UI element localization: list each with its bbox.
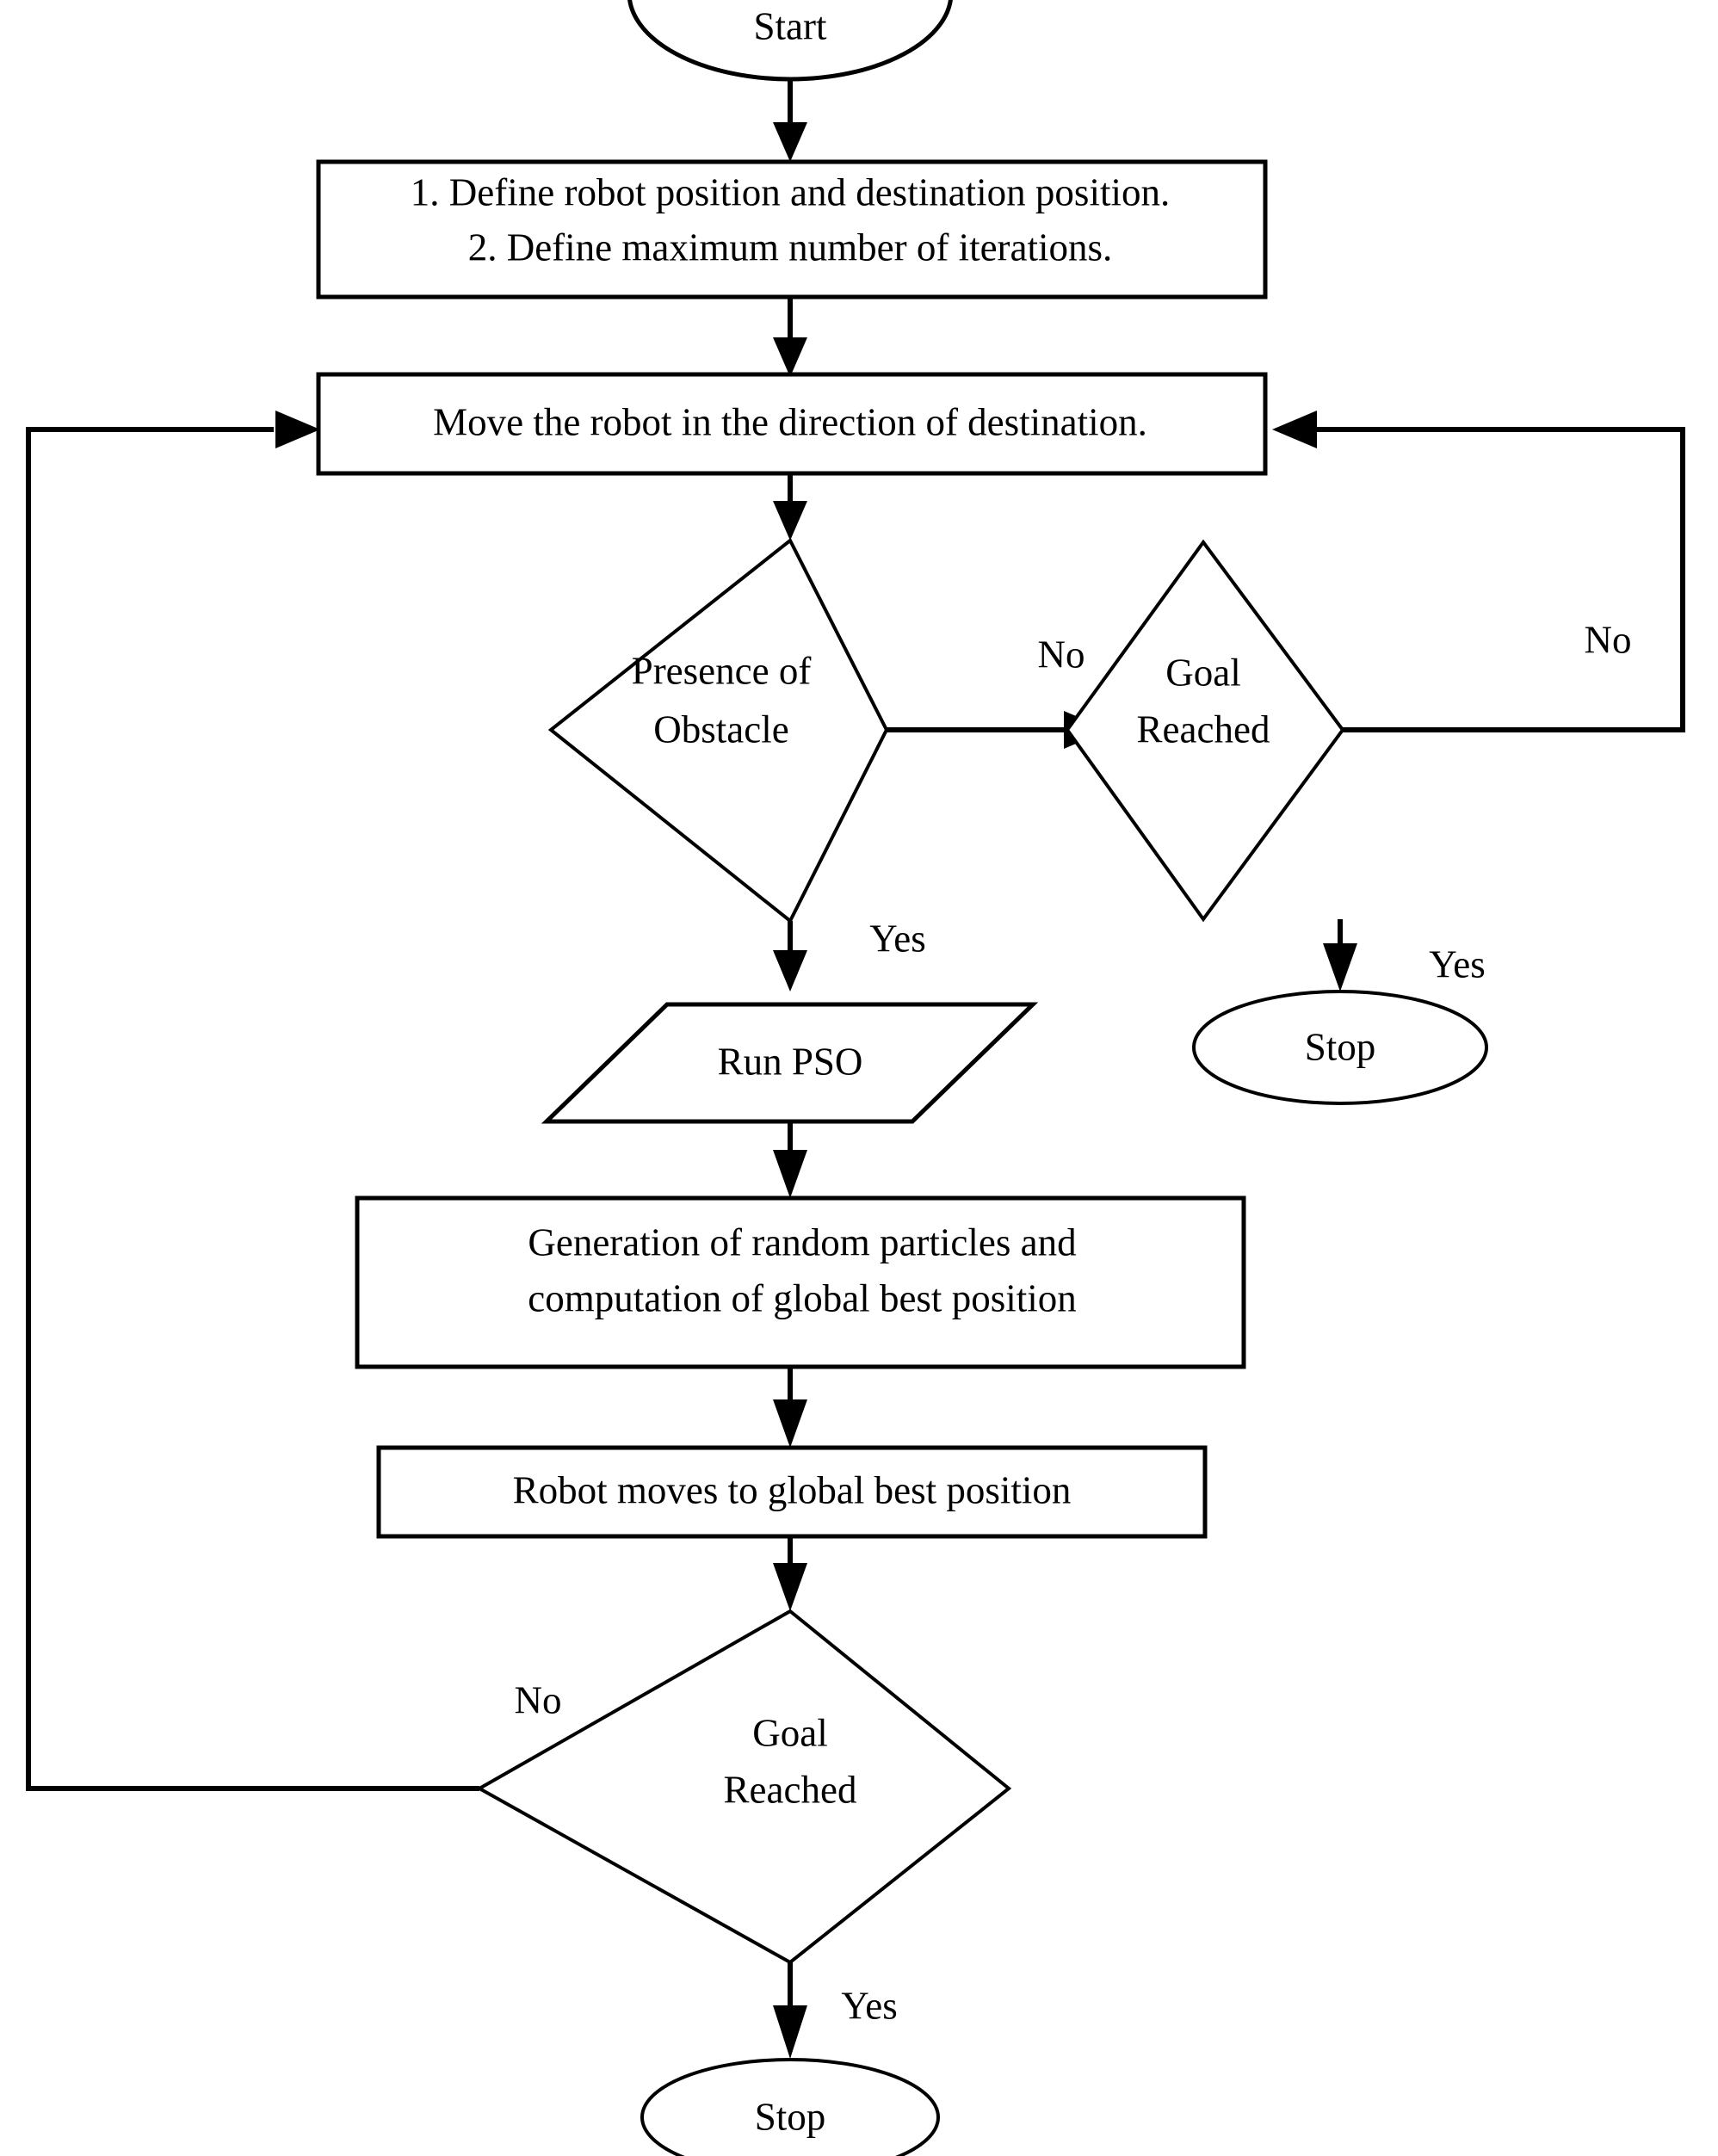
edge-start-to-init [773, 77, 807, 162]
node-run-pso-label: Run PSO [718, 1040, 863, 1083]
edge-move-to-obstacle [773, 473, 807, 541]
edge-robot-moves-to-goal-bottom [773, 1536, 807, 1611]
node-init-line2: 2. Define maximum number of iterations. [468, 225, 1113, 269]
node-goal-bottom-line2: Reached [724, 1768, 857, 1811]
node-move-label: Move the robot in the direction of desti… [433, 400, 1147, 443]
node-stop-right-label: Stop [1305, 1025, 1376, 1068]
node-goal-top-line1: Goal [1165, 651, 1240, 694]
node-goal-top-line2: Reached [1137, 707, 1270, 751]
node-goal-bottom-line1: Goal [752, 1711, 827, 1754]
node-goal-reached-bottom[interactable]: Goal Reached [475, 1609, 1012, 1965]
edge-goal-top-yes-to-stop [1323, 919, 1357, 992]
edge-label-goal-bottom-no: No [515, 1678, 562, 1721]
node-run-pso[interactable]: Run PSO [541, 1002, 1039, 1124]
edge-label-obstacle-yes: Yes [869, 917, 925, 960]
node-generation[interactable]: Generation of random particles and compu… [355, 1195, 1246, 1369]
node-robot-moves[interactable]: Robot moves to global best position [376, 1445, 1208, 1539]
node-obstacle-line2: Obstacle [653, 707, 788, 751]
node-start[interactable]: Start [627, 0, 953, 82]
edge-generation-to-robot-moves [773, 1367, 807, 1448]
node-init-line1: 1. Define robot position and destination… [411, 170, 1170, 213]
edge-label-goal-top-no: No [1585, 618, 1632, 661]
node-obstacle-line1: Presence of [632, 649, 812, 692]
node-move[interactable]: Move the robot in the direction of desti… [316, 372, 1268, 476]
edge-label-goal-top-yes: Yes [1429, 942, 1485, 985]
node-stop-bottom[interactable]: Stop [640, 2058, 940, 2156]
node-stop-bottom-label: Stop [755, 2095, 826, 2138]
edge-goal-bottom-yes-to-stop [773, 1962, 807, 2059]
node-start-label: Start [754, 4, 827, 47]
node-generation-line1: Generation of random particles and [528, 1220, 1076, 1263]
node-obstacle-decision[interactable]: Presence of Obstacle [547, 537, 889, 924]
edge-init-to-move [773, 297, 807, 377]
node-init[interactable]: 1. Define robot position and destination… [316, 159, 1268, 300]
node-robot-moves-label: Robot moves to global best position [513, 1468, 1072, 1511]
node-generation-line2: computation of global best position [528, 1276, 1076, 1319]
edge-obstacle-yes-to-run-pso [773, 921, 807, 992]
edge-run-pso-to-generation [773, 1123, 807, 1198]
edge-goal-top-no-loop [1272, 411, 1685, 732]
edge-label-goal-bottom-yes: Yes [841, 1984, 897, 2027]
node-goal-reached-top[interactable]: Goal Reached [1065, 539, 1345, 923]
edge-label-obstacle-no: No [1038, 633, 1085, 676]
node-stop-right[interactable]: Stop [1192, 990, 1488, 1105]
edge-goal-bottom-no-loop [26, 411, 479, 1791]
